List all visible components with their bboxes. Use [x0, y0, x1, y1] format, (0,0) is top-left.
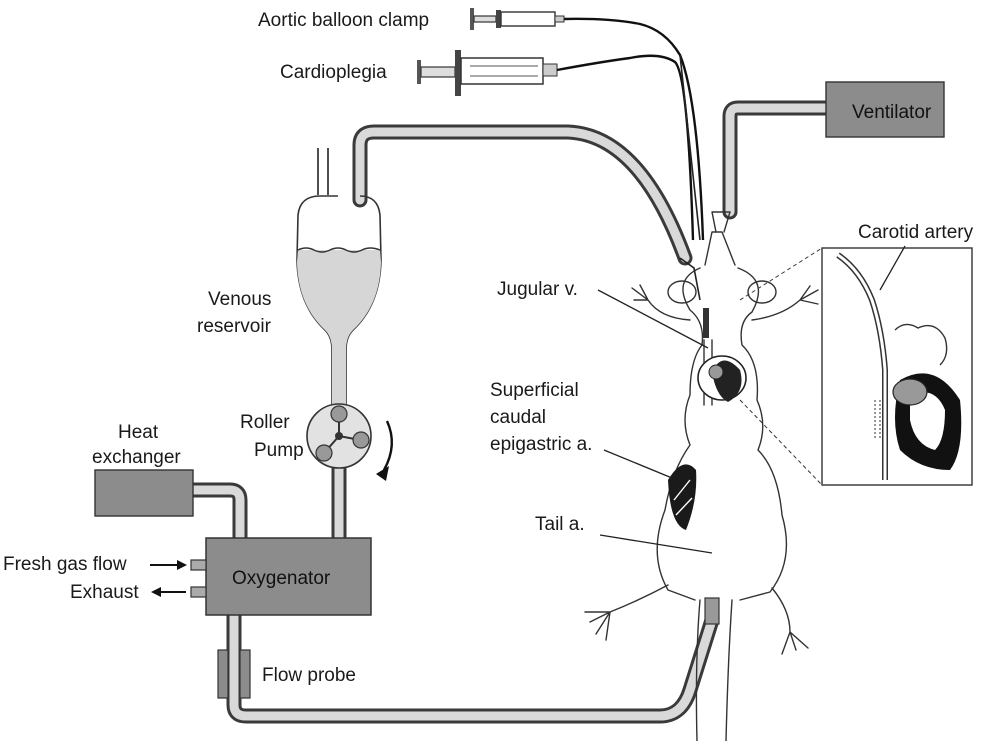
flow-probe [217, 649, 251, 699]
heat-exchanger-box [94, 469, 194, 517]
heart-small [697, 355, 747, 402]
tail-cannula [704, 597, 720, 625]
label-exhaust: Exhaust [70, 582, 139, 603]
fresh-gas-arrow-icon [150, 560, 187, 570]
label-heat-exchanger-2: exchanger [92, 447, 181, 468]
label-oxygenator: Oxygenator [232, 568, 331, 589]
roller-pump [306, 403, 372, 469]
groin-incision [668, 464, 697, 530]
superficial-leader [603, 449, 673, 479]
aortic-balloon-syringe [470, 8, 565, 30]
tail-leader [599, 534, 713, 554]
label-roller-pump-1: Roller [240, 412, 290, 433]
label-roller-pump-2: Pump [254, 440, 304, 461]
label-carotid-artery: Carotid artery [858, 222, 974, 243]
jugular-leader [597, 289, 709, 349]
label-heat-exchanger-1: Heat [118, 422, 159, 443]
carotid-inset [739, 247, 973, 486]
label-superficial-3: epigastric a. [490, 434, 592, 455]
ventilator-box [825, 81, 945, 138]
venous-reservoir [296, 148, 382, 410]
label-aortic-balloon-clamp: Aortic balloon clamp [258, 10, 429, 31]
label-jugular-v: Jugular v. [497, 279, 578, 300]
oxygenator [190, 537, 372, 616]
label-venous-reservoir-1: Venous [208, 289, 271, 310]
rotation-arrow-icon [376, 420, 393, 481]
label-tail-a: Tail a. [535, 514, 585, 535]
cardioplegia-line [556, 54, 695, 241]
exhaust-arrow-icon [151, 587, 186, 597]
cardioplegia-syringe [417, 50, 558, 96]
label-superficial-1: Superficial [490, 380, 579, 401]
label-cardioplegia: Cardioplegia [280, 62, 387, 83]
label-ventilator: Ventilator [852, 102, 932, 123]
label-flow-probe: Flow probe [262, 665, 356, 686]
label-fresh-gas-flow: Fresh gas flow [3, 554, 127, 575]
carotid-leader [879, 245, 906, 291]
label-superficial-2: caudal [490, 407, 546, 428]
label-venous-reservoir-2: reservoir [197, 316, 272, 337]
tubing [185, 100, 834, 724]
aortic-balloon-line [563, 17, 705, 241]
